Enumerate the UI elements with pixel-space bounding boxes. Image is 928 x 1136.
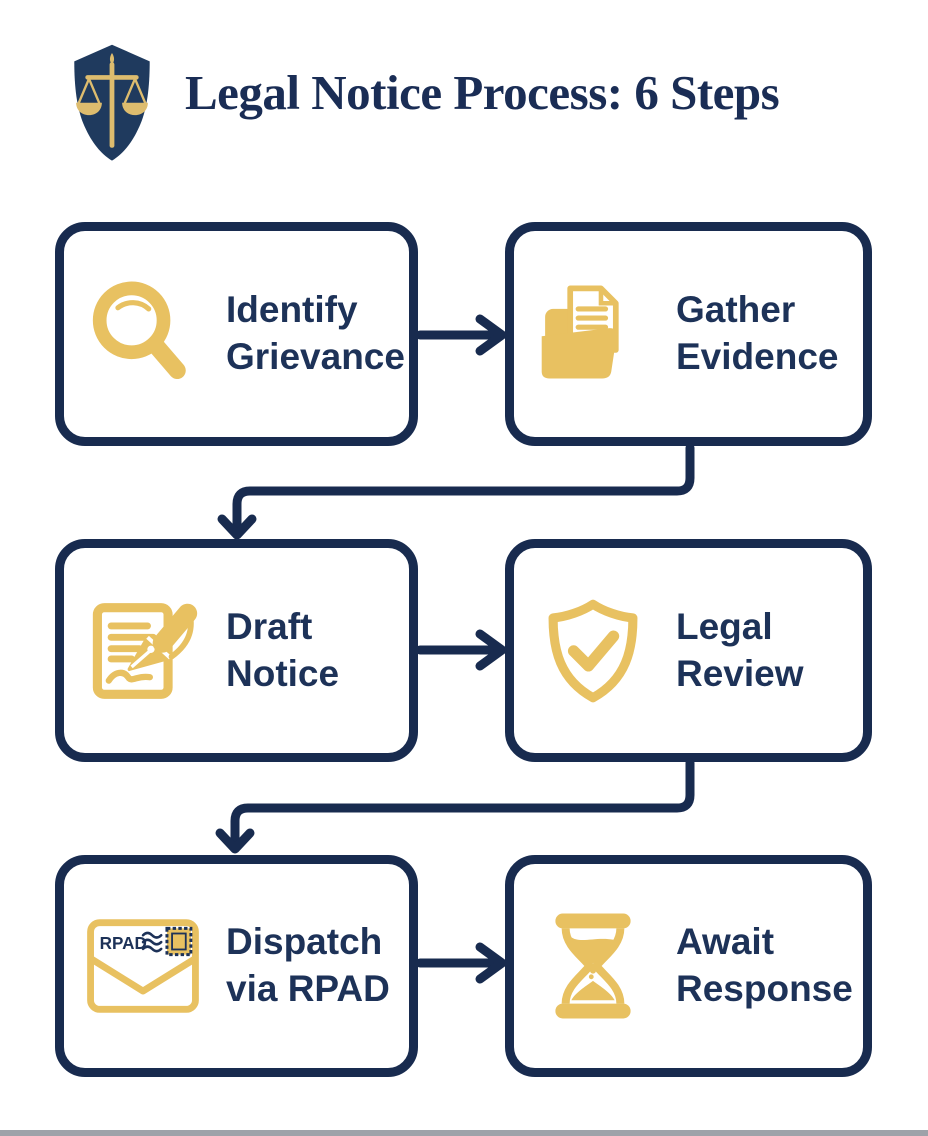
document-pen-icon (86, 594, 200, 708)
step-card-draft-notice: Draft Notice (55, 539, 418, 762)
step-label-line1: Identify (226, 289, 358, 331)
step-label: Identify Grievance (226, 287, 405, 381)
page-title: Legal Notice Process: 6 Steps (185, 65, 780, 120)
magnifier-icon (86, 277, 200, 391)
arrow-step1-to-step2 (415, 314, 507, 356)
step-label-line1: Draft (226, 605, 313, 647)
step-label-line2: Evidence (676, 336, 839, 377)
step-label-line1: Legal (676, 605, 773, 647)
step-label: Dispatch via RPAD (226, 919, 390, 1013)
hourglass-icon (536, 909, 650, 1023)
arrow-step4-to-step5 (215, 758, 695, 854)
step-card-identify-grievance: Identify Grievance (55, 222, 418, 446)
step-label: Await Response (676, 919, 853, 1013)
step-card-legal-review: Legal Review (505, 539, 872, 762)
step-card-await-response: Await Response (505, 855, 872, 1077)
step-label: Draft Notice (226, 604, 339, 698)
step-label-line2: Review (676, 652, 804, 694)
step-label-line1: Gather (676, 289, 796, 331)
step-card-gather-evidence: Gather Evidence (505, 222, 872, 446)
bottom-edge-artifact (0, 1130, 928, 1136)
shield-logo-icon (74, 44, 150, 161)
step-label-line2: Response (676, 968, 853, 1009)
step-label-line2: Grievance (226, 336, 405, 377)
step-label: Gather Evidence (676, 287, 838, 381)
folder-documents-icon (536, 277, 650, 391)
step-card-dispatch-via-rpad: RPAD Dispatch via RPAD (55, 855, 418, 1077)
step-label-line1: Await (676, 921, 775, 963)
rpad-stamp-text: RPAD (100, 934, 147, 953)
step-label-line2: Notice (226, 652, 340, 694)
arrow-step3-to-step4 (415, 629, 507, 671)
arrow-step5-to-step6 (415, 942, 507, 984)
shield-check-icon (536, 594, 650, 708)
envelope-rpad-icon: RPAD (86, 909, 200, 1023)
step-label-line1: Dispatch (226, 921, 383, 963)
arrow-step2-to-step3 (217, 443, 695, 540)
step-label: Legal Review (676, 604, 804, 698)
step-label-line2: via RPAD (226, 968, 390, 1009)
scales-of-justice-shield-logo (66, 42, 158, 164)
